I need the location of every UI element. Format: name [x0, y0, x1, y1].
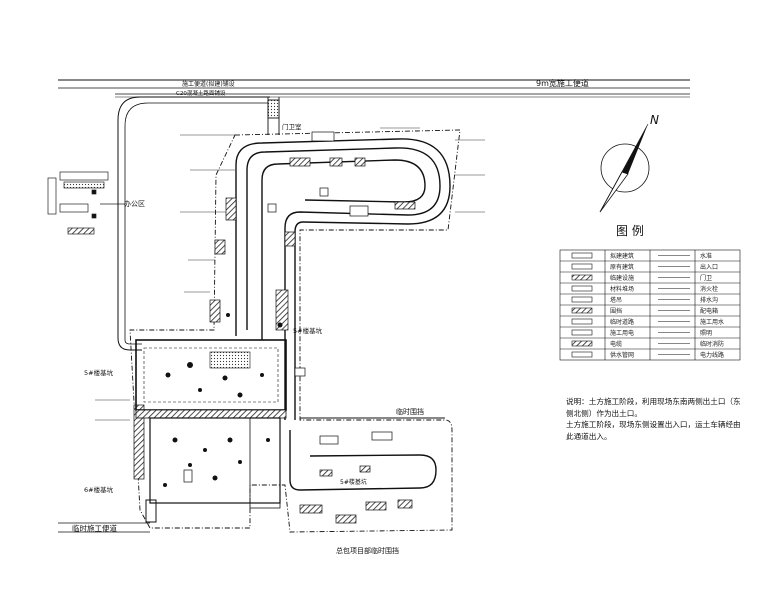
note-paragraph-1: 说明：土方施工阶段，利用现场东南两侧出土口（东侧北侧）作为出土口。: [566, 397, 741, 418]
legend-label: 电力线路: [700, 351, 724, 359]
legend-label: 照明: [700, 330, 712, 337]
legend-label: 排水沟: [700, 296, 718, 304]
legend-label: 施工用水: [700, 318, 724, 326]
boundary-road-left: [117, 96, 270, 351]
temp-road: [235, 138, 451, 491]
legend-table: [559, 249, 741, 361]
note-paragraph-2: 土方施工阶段，现场东侧设置出入口，运土车辆经由此通道出入。: [566, 420, 741, 441]
road-label-top-left: 施工便道(拟建)铺设: [182, 80, 235, 88]
legend-label: 供水管网: [610, 351, 634, 359]
legend-label: 原有建筑: [610, 263, 634, 271]
legend-label: 配电箱: [700, 307, 718, 315]
pit-label-bottom-left: 6#楼基坑: [84, 485, 114, 494]
pit-label-top: 5#楼基坑: [340, 478, 367, 486]
north-compass: [599, 123, 650, 213]
legend-label: 门卫: [700, 274, 712, 282]
excavator-marks: [163, 313, 283, 487]
road-label-top-left-sub: C20混凝土路面铺设: [176, 89, 226, 97]
legend-label: 消火栓: [700, 285, 718, 293]
legend-label: 材料堆场: [610, 285, 634, 293]
legend-label: 施工用电: [610, 329, 634, 337]
site-boundary: [129, 129, 461, 533]
road-label-top-right: 9m宽施工便道: [536, 78, 589, 88]
legend-label: 水准: [700, 252, 712, 260]
foundation-pit: [135, 339, 287, 523]
bottom-road: [58, 522, 150, 533]
dimension-tags: [95, 127, 485, 421]
explanation-note: 说明：土方施工阶段，利用现场东南两侧出土口（东侧北侧）作为出土口。 土方施工阶段…: [566, 396, 744, 442]
temp-facilities: [267, 131, 393, 445]
north-gate: [267, 97, 280, 135]
pit-label-mid: 5#楼基坑: [293, 326, 323, 335]
bottom-road-label: 临时施工便道: [72, 523, 117, 533]
compass-letter: N: [650, 113, 659, 127]
fence-label: 临时围挡: [396, 407, 424, 416]
legend-label: 临时道路: [610, 318, 634, 326]
legend-label: 拟建建筑: [610, 252, 634, 260]
legend-label: 临时消防: [700, 340, 724, 348]
legend-label: 临建设施: [610, 274, 634, 282]
office-label: 办公区: [124, 199, 145, 208]
bottom-center-label: 总包项目部临时围挡: [336, 546, 399, 555]
gate-label: 门卫室: [282, 122, 302, 131]
legend-label: 电缆: [610, 340, 622, 348]
office-area: [47, 171, 125, 235]
legend-label: 出入口: [700, 263, 718, 271]
proposed-buildings: [133, 157, 416, 524]
legend-title: 图 例: [616, 224, 644, 238]
legend-label: 塔吊: [610, 296, 622, 304]
top-road: [58, 79, 690, 98]
pit-label-left: 5#楼基坑: [84, 368, 114, 377]
legend-label: 围挡: [610, 307, 622, 315]
